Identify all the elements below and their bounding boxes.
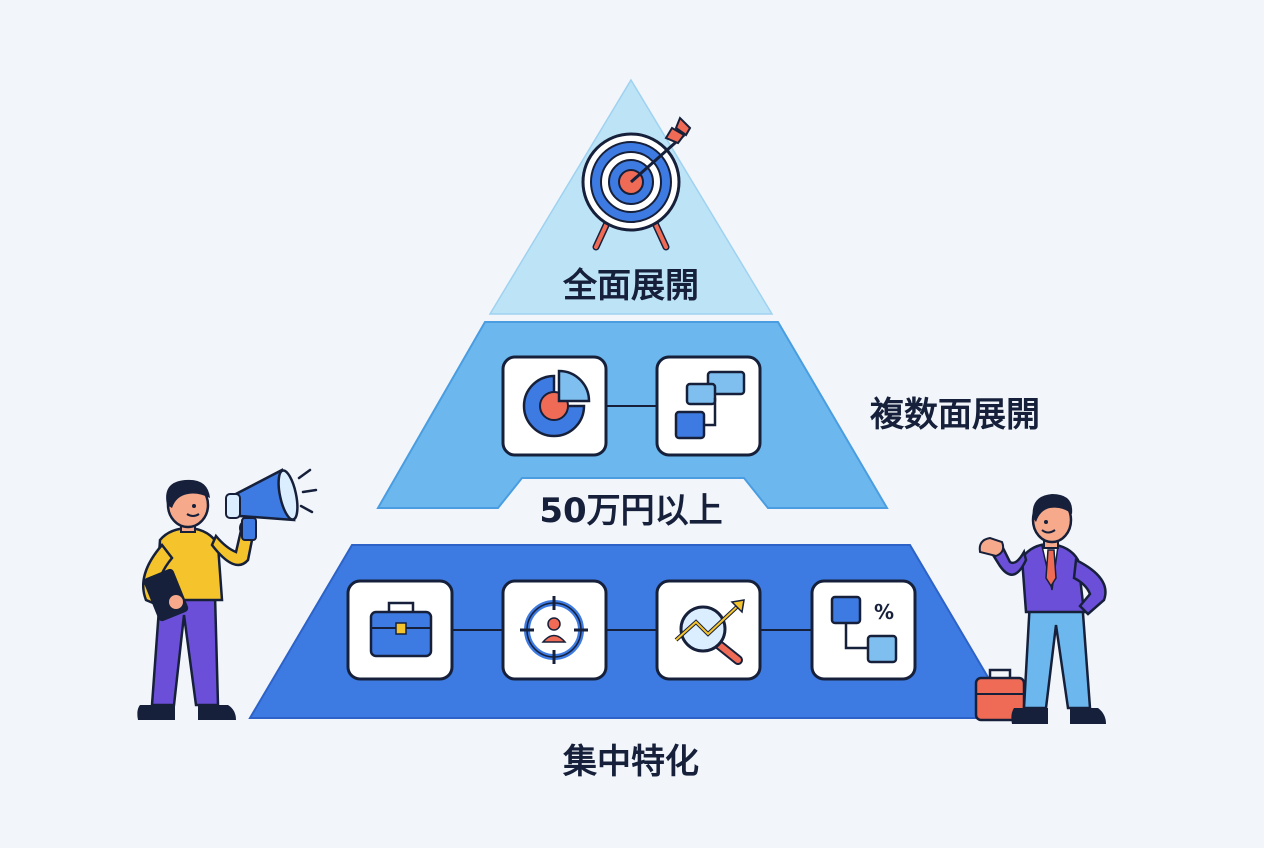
bottom-tier-label: 集中特化: [562, 742, 699, 782]
blocks-percent-icon: %: [830, 595, 898, 664]
target-arrow-icon: [581, 116, 692, 251]
flow-blocks-icon: [674, 370, 746, 440]
percent-symbol: %: [874, 600, 894, 624]
flow-blocks-tile: [655, 355, 762, 457]
middle-tier-label: 複数面展開: [870, 395, 1040, 435]
middle-tier: [376, 321, 889, 509]
crosshair-person-icon: [520, 596, 588, 664]
person-suit-illustration: [974, 494, 1107, 724]
pie-chart-icon: [522, 369, 591, 438]
pie-chart-tile: [501, 355, 608, 457]
magnifier-trend-tile: [655, 579, 762, 681]
blocks-percent-tile: %: [810, 579, 917, 681]
floor-briefcase-icon: [974, 668, 1026, 722]
briefcase-icon: [369, 601, 433, 658]
person-megaphone-illustration: [137, 468, 318, 720]
megaphone-icon: [225, 468, 299, 541]
briefcase-tile: [346, 579, 454, 681]
magnifier-trend-icon: [674, 599, 745, 665]
threshold-label: 50万円以上: [539, 491, 722, 531]
top-tier-label: 全面展開: [562, 266, 699, 306]
crosshair-person-tile: [501, 579, 608, 681]
